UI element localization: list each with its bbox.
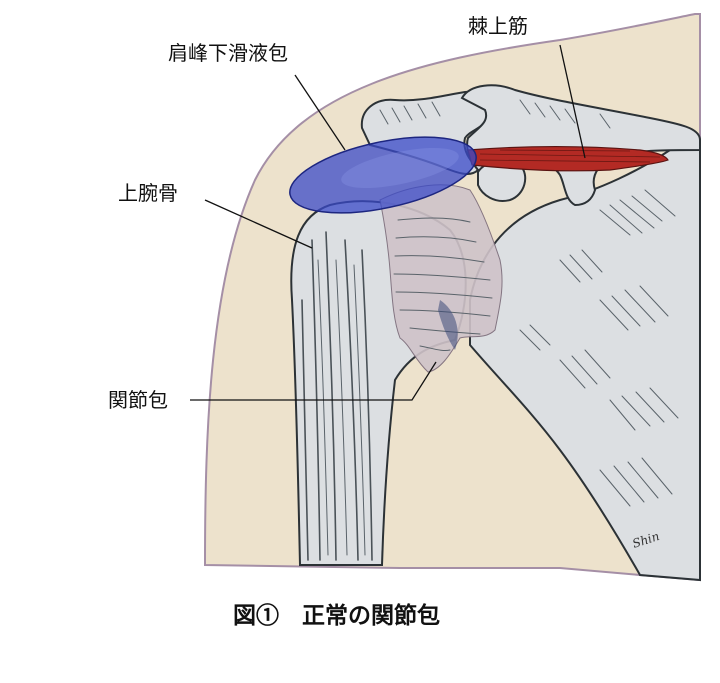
humerus-hatching-thin xyxy=(317,259,366,556)
figure-caption: 図① 正常の関節包 xyxy=(233,602,440,629)
capsule-texture xyxy=(393,217,493,351)
scapula xyxy=(469,138,701,582)
leader-capsule xyxy=(190,361,437,401)
humerus-hatching xyxy=(301,231,373,561)
supraspinatus-fibers xyxy=(479,149,661,163)
label-bursa: 肩峰下滑液包 xyxy=(168,41,288,65)
capsule-fold-shadow xyxy=(438,300,458,350)
subacromial-bursa xyxy=(289,136,477,214)
acromion-hatching xyxy=(379,99,611,129)
label-supraspinatus: 棘上筋 xyxy=(468,14,528,38)
clavicle xyxy=(460,84,701,207)
supraspinatus-muscle xyxy=(467,146,669,172)
leader-humerus xyxy=(204,199,313,249)
joint-capsule xyxy=(379,184,503,373)
leader-bursa xyxy=(294,74,346,151)
bursa-highlight xyxy=(341,147,459,189)
label-capsule: 関節包 xyxy=(108,388,168,412)
scapula-hatching xyxy=(519,189,679,507)
leader-supraspinatus xyxy=(559,44,586,159)
label-humerus: 上腕骨 xyxy=(118,181,178,205)
